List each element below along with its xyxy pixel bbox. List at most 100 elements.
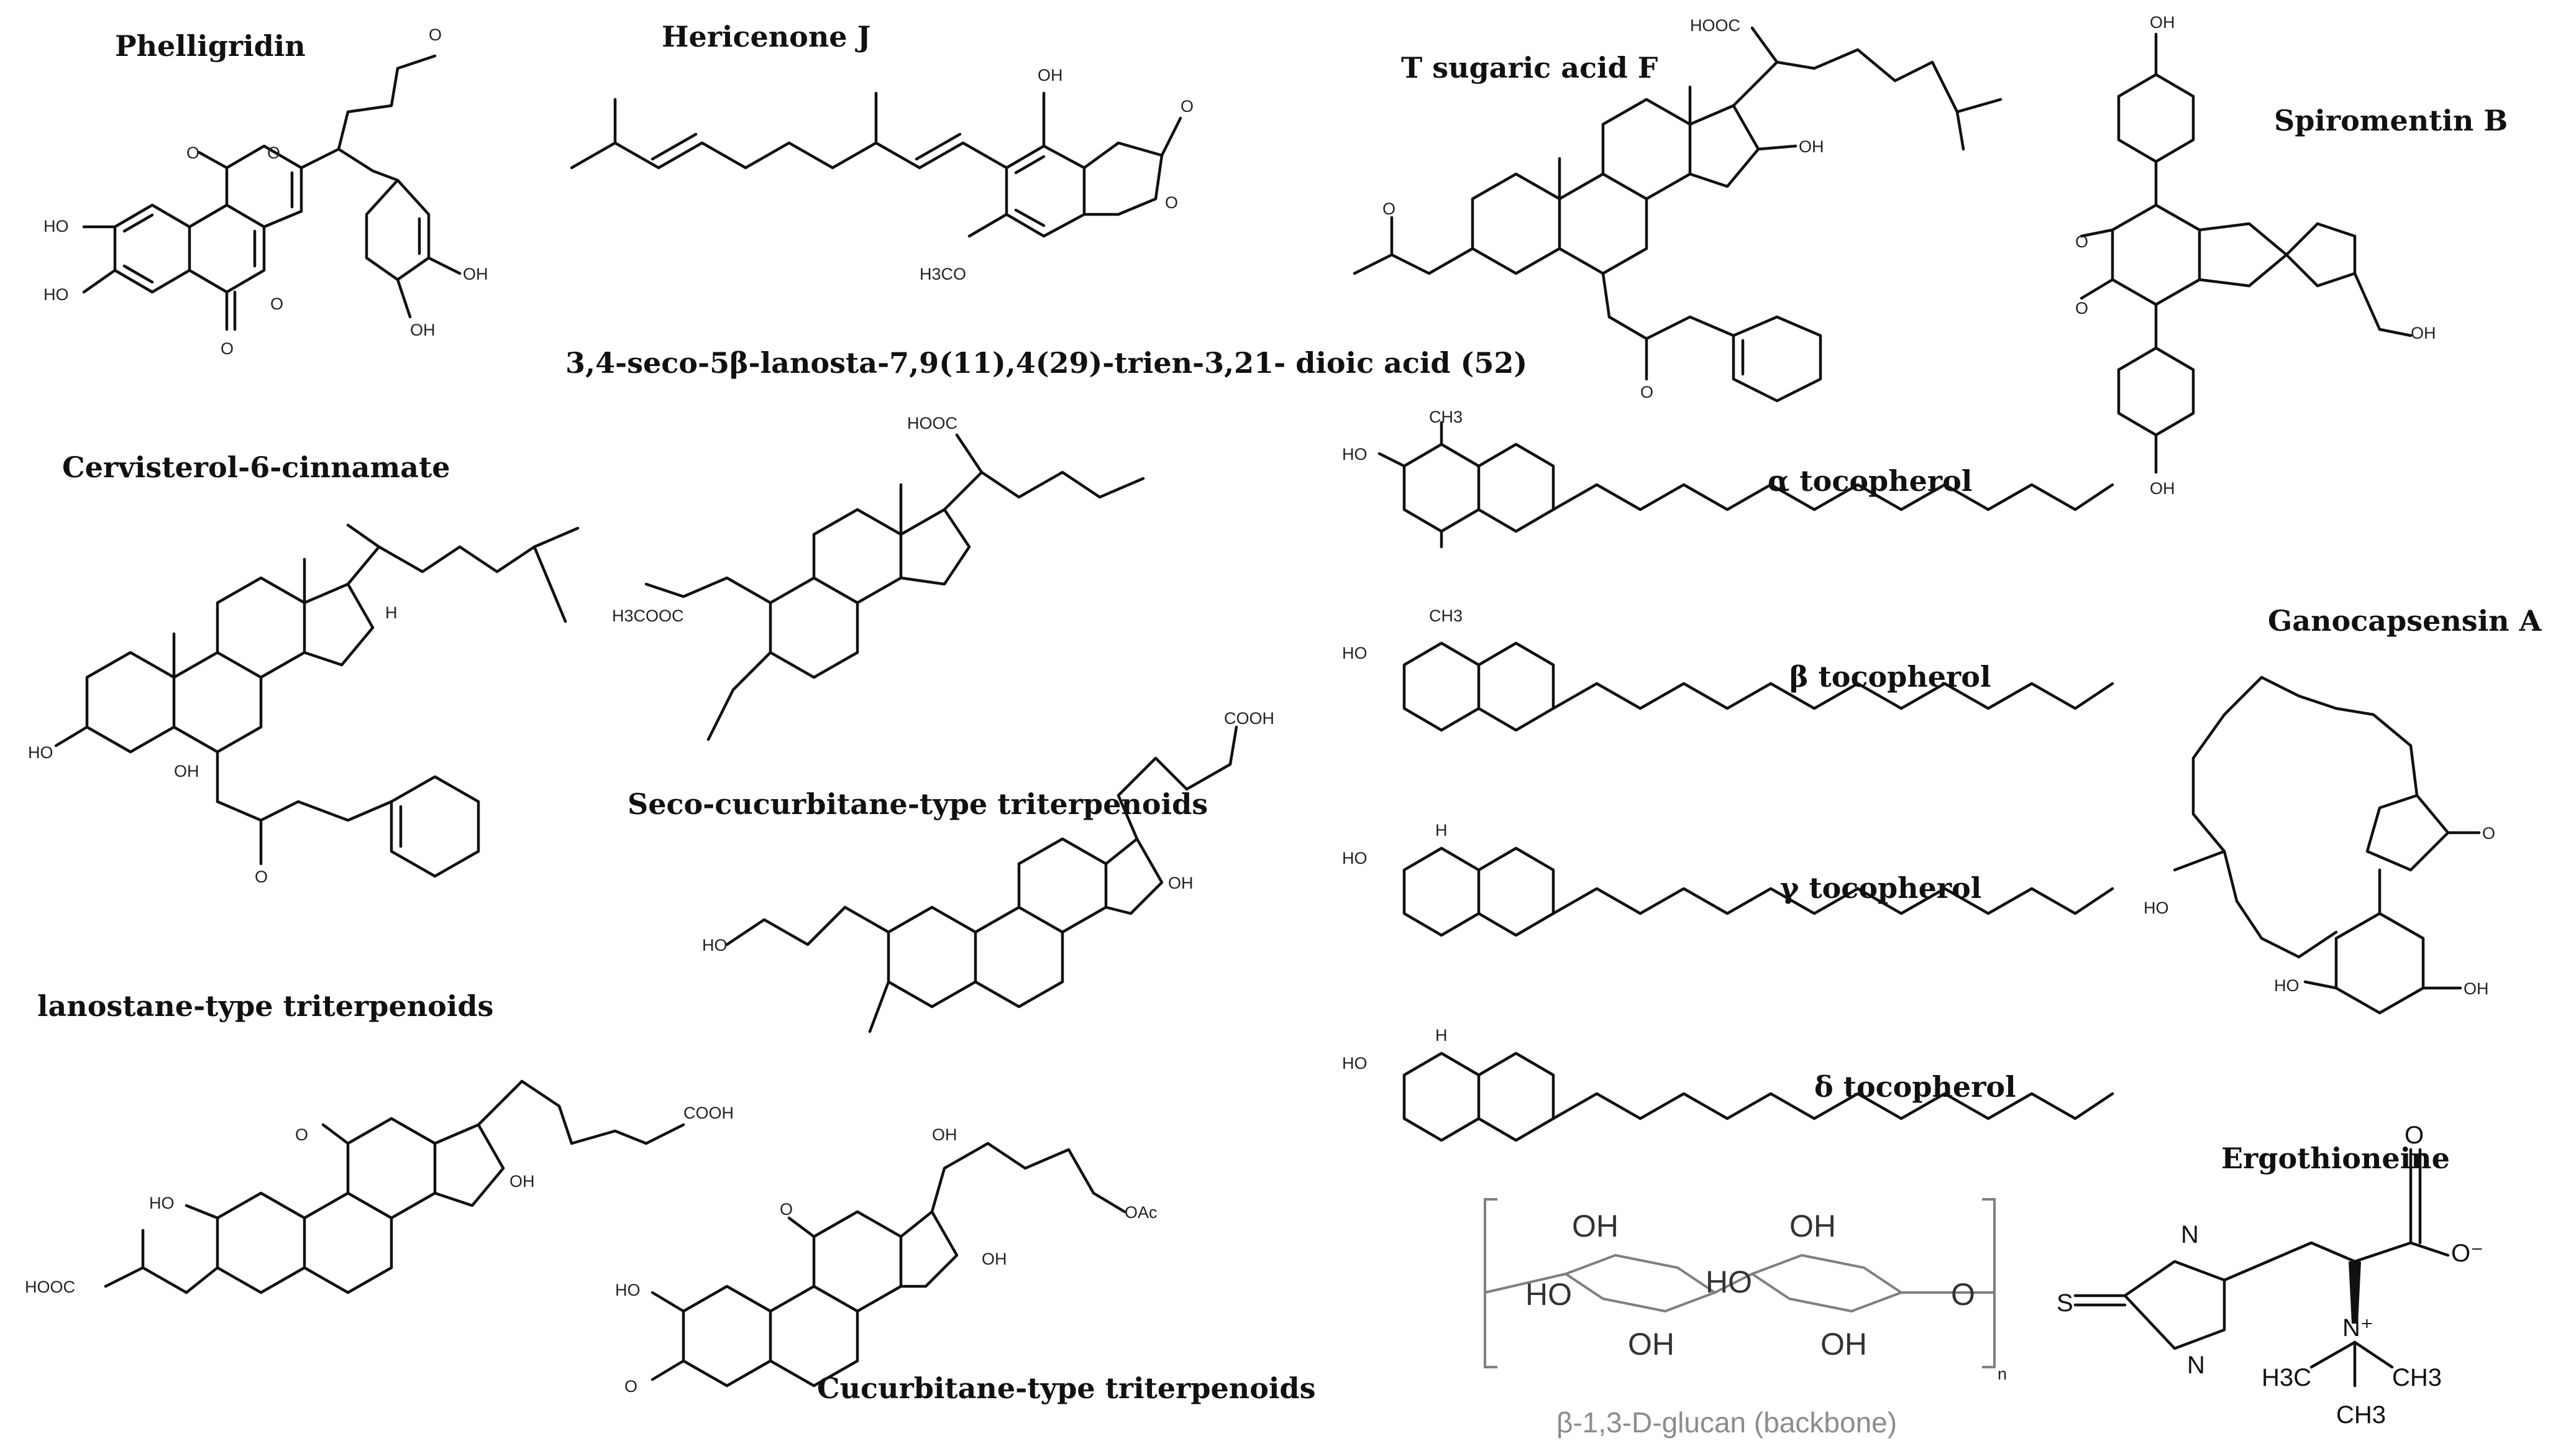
atom-label: OAc: [1125, 1203, 1158, 1222]
atom-label: CH3: [1429, 408, 1463, 426]
atom-label: HO: [1342, 445, 1368, 464]
title-delta-tocopherol: δ tocopherol: [1814, 1070, 2016, 1104]
atom-label: O: [221, 339, 234, 358]
atom-label: CH3: [2336, 1401, 2386, 1429]
atom-label: OH: [1038, 66, 1063, 85]
atom-label: O: [255, 867, 268, 886]
atom-label: H: [385, 603, 398, 622]
atom-label: O: [2482, 824, 2495, 843]
atom-label: OH: [1628, 1327, 1674, 1362]
structure-seco-lanosta-dioic-acid: HOOC H3COOC: [612, 414, 1145, 741]
atom-label: O: [270, 295, 283, 313]
structure-beta-tocopherol: CH3 HO: [1342, 606, 2114, 732]
atom-label: HO: [2144, 899, 2169, 917]
atom-label: OH: [1789, 1209, 1836, 1243]
atom-label: O: [1181, 97, 1194, 116]
structure-cucurbitane-triterpenoid: HO O OAc OH OH O: [615, 1125, 1158, 1396]
atom-label: O: [429, 25, 442, 44]
title-tsugaric-acid-f: T sugaric acid F: [1401, 51, 1658, 85]
atom-label: OH: [2150, 479, 2175, 498]
atom-label: O: [186, 144, 199, 162]
atom-label: O: [2075, 299, 2088, 318]
atom-label: HO: [615, 1281, 641, 1299]
structure-delta-tocopherol: H HO: [1342, 1026, 2114, 1142]
atom-label: H3COOC: [612, 606, 684, 625]
structure-beta-glucan: OH HO OH OH HO OH O n β-1,3-D-glucan (ba…: [1484, 1198, 2007, 1439]
structure-alpha-tocopherol: CH3 HO: [1342, 408, 2114, 549]
atom-label: OH: [174, 762, 199, 780]
atom-label: HO: [2274, 976, 2300, 995]
atom-label: OH: [1168, 874, 1194, 892]
atom-label: OH: [932, 1125, 957, 1144]
atom-label: N: [2181, 1221, 2199, 1248]
atom-label: O: [624, 1377, 637, 1396]
atom-label: S: [2057, 1289, 2073, 1317]
atom-label: HO: [43, 285, 69, 304]
title-spiromentin-b: Spiromentin B: [2274, 104, 2508, 137]
compound-titles: Phelligridin Hericenone J T sugaric acid…: [37, 20, 2542, 1405]
atom-label: n: [1998, 1365, 2007, 1383]
atom-label: OH: [1799, 137, 1824, 156]
title-ganocapsensin-a: Ganocapsensin A: [2268, 604, 2542, 638]
atom-label: O: [295, 1125, 308, 1144]
title-beta-tocopherol: β tocopherol: [1789, 660, 1991, 693]
atom-label: O: [2405, 1122, 2424, 1149]
atom-label: OH: [2150, 13, 2175, 32]
atom-label: OH: [509, 1172, 535, 1191]
atom-label: HOOC: [907, 414, 957, 433]
structure-gamma-tocopherol: H HO: [1342, 821, 2114, 937]
atom-label: HO: [702, 936, 728, 954]
atom-label: N⁺: [2342, 1314, 2373, 1342]
atom-label: H3CO: [920, 265, 966, 283]
atom-label: H: [1435, 1026, 1448, 1045]
atom-label: HOOC: [1690, 16, 1740, 35]
atom-label: O⁻: [2451, 1240, 2483, 1267]
title-gamma-tocopherol: γ tocopherol: [1780, 871, 1981, 905]
atom-label: HO: [1342, 644, 1368, 662]
title-phelligridin: Phelligridin: [115, 29, 306, 63]
atom-label: H: [1435, 821, 1448, 840]
atom-label: HO: [1342, 1054, 1368, 1073]
atom-label: O: [267, 144, 280, 162]
title-beta-glucan: β-1,3-D-glucan (backbone): [1556, 1406, 1897, 1439]
atom-label: HO: [1342, 849, 1368, 867]
title-cervisterol-6-cinnamate: Cervisterol-6-cinnamate: [62, 451, 450, 484]
atom-label: OH: [410, 321, 436, 339]
atom-label: OH: [463, 265, 488, 283]
atom-label: OH: [1820, 1327, 1867, 1362]
title-cucurbitane-triterpenoids: Cucurbitane-type triterpenoids: [817, 1371, 1315, 1405]
atom-label: COOH: [683, 1104, 734, 1122]
atom-label: OH: [2411, 324, 2436, 342]
atom-label: O: [1382, 199, 1395, 218]
structure-ganocapsensin-a: O HO HO OH: [2144, 675, 2495, 1015]
title-lanostane-triterpenoids: lanostane-type triterpenoids: [37, 989, 493, 1023]
structure-spiromentin-b: OH O O OH OH: [2075, 13, 2436, 498]
atom-label: CH3: [2392, 1364, 2442, 1391]
atom-label: OH: [1572, 1209, 1619, 1243]
atom-label: HO: [1706, 1265, 1752, 1299]
structure-ergothioneine: S N N O O⁻ N⁺ H3C CH3 CH3: [2057, 1122, 2483, 1429]
structure-tsugaric-acid-f: HOOC OH O O: [1353, 16, 2003, 403]
atom-label: HO: [43, 217, 69, 236]
atom-label: COOH: [1224, 709, 1274, 728]
atom-label: OH: [982, 1250, 1007, 1268]
structure-hericenone-j: OH O O H3CO: [570, 66, 1194, 283]
atom-label: N: [2187, 1352, 2205, 1379]
title-seco-lanosta-acid: 3,4-seco-5β-lanosta-7,9(11),4(29)-trien-…: [565, 346, 1527, 380]
title-hericenone-j: Hericenone J: [662, 20, 870, 53]
atom-label: O: [1640, 383, 1653, 401]
atom-label: O: [1951, 1277, 1975, 1312]
atom-label: HO: [1525, 1277, 1572, 1312]
atom-label: HO: [149, 1194, 175, 1212]
structure-phelligridin: HO HO O O O O O OH OH: [43, 25, 488, 358]
title-seco-cucurbitane-triterpenoids: Seco-cucurbitane-type triterpenoids: [628, 787, 1208, 821]
atom-label: O: [2075, 232, 2088, 251]
atom-label: HOOC: [25, 1278, 75, 1296]
structure-lanostane-triterpenoid: COOH HO HOOC O OH: [25, 1079, 734, 1296]
atom-label: OH: [2464, 979, 2489, 998]
atom-label: HO: [28, 743, 53, 762]
atom-label: H3C: [2262, 1364, 2311, 1391]
atom-label: O: [1165, 193, 1178, 212]
structure-seco-cucurbitane: COOH HO OH: [702, 709, 1274, 1033]
atom-label: CH3: [1429, 606, 1463, 625]
